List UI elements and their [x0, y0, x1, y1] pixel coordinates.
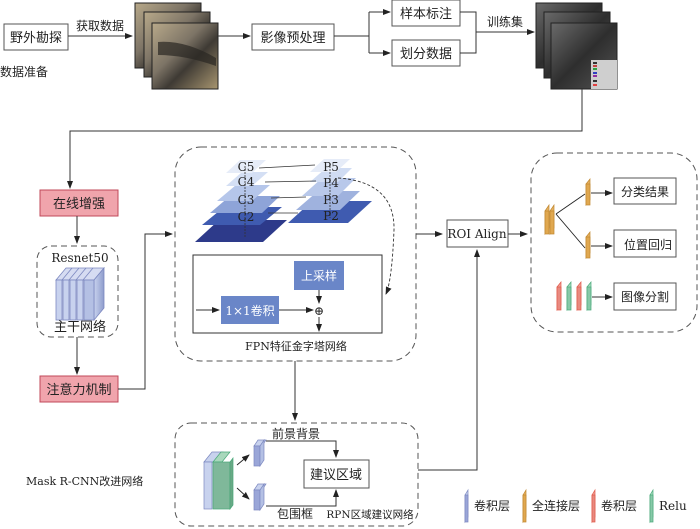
legend-label: 卷积层 [601, 498, 637, 513]
add-operator-icon: ⊕ [314, 304, 324, 318]
fg-bg-label: 前景背景 [272, 426, 320, 441]
network-label: Mask R-CNN改进网络 [26, 474, 143, 488]
bbox-conv-icon [253, 482, 267, 512]
upsample-label: 上采样 [301, 268, 337, 283]
legend-label: Relu [659, 499, 687, 513]
proposal-label: 建议区域 [310, 468, 362, 483]
legend-item-conv-red: 卷积层 [591, 488, 637, 524]
mask-branch-icon [556, 281, 592, 311]
bbox-regression-box: 位置回归 [613, 229, 677, 258]
detail-callout-arrow [337, 177, 395, 295]
c3-label: C3 [238, 193, 255, 207]
lateral-c3-p3 [270, 196, 307, 199]
classification-label: 分类结果 [621, 185, 669, 199]
field-survey-box: 野外勘探 [3, 23, 69, 51]
raw-image-stack [134, 2, 219, 90]
c4-label: C4 [238, 175, 255, 189]
training-set-label: 训练集 [487, 14, 523, 29]
rpn-caption: RPN区域建议网络 [326, 508, 414, 521]
legend-label: 卷积层 [474, 498, 510, 513]
lateral-c4-p4 [264, 180, 317, 183]
preprocess-box: 影像预处理 [251, 23, 335, 51]
fc-cls-icon [585, 178, 591, 206]
roi-align-box: ROI Align [446, 219, 509, 248]
p-pyramid: P5 P4 P3 P2 [288, 159, 372, 223]
resnet-block-icon [55, 266, 105, 322]
segmentation-box: 图像分割 [613, 282, 677, 311]
fpn-group: C5 C4 C3 C2 P5 P4 P3 P2 上采样 [174, 146, 417, 362]
online-augmentation-box: 在线增强 [39, 189, 119, 217]
arrow-rpn-to-roi [418, 249, 480, 471]
legend-item-fc-orange: 全连接层 [522, 488, 580, 524]
attention-label: 注意力机制 [46, 382, 111, 398]
rpn-input-feature-icon [203, 451, 234, 511]
legend-item-relu-green: Relu [649, 488, 687, 524]
online-augmentation-label: 在线增强 [53, 197, 105, 212]
branch-to-cls [555, 193, 586, 215]
annotated-image-stack [535, 2, 618, 90]
fpn-caption: FPN特征金字塔网络 [245, 339, 347, 353]
bbox-label: 包围框 [277, 507, 313, 521]
preprocess-label: 影像预处理 [260, 31, 325, 46]
annotate-label: 样本标注 [400, 7, 452, 22]
classification-result-box: 分类结果 [613, 177, 677, 205]
arrow-to-bbox-conv [236, 487, 250, 500]
branch-to-reg [555, 213, 586, 249]
c5-label: C5 [238, 160, 255, 174]
upsample-block: 上采样 [294, 261, 344, 290]
p3-label: P3 [323, 193, 339, 207]
roi-align-label: ROI Align [447, 227, 506, 241]
arrow-training-to-augment [67, 89, 583, 189]
attention-box: 注意力机制 [39, 375, 119, 403]
arrow-bbox-to-proposal [266, 489, 339, 507]
backbone-label: 主干网络 [54, 319, 106, 335]
field-survey-label: 野外勘探 [10, 31, 62, 46]
acquire-data-label: 获取数据 [76, 18, 124, 33]
bbox-regression-label: 位置回归 [624, 237, 672, 252]
heads-group: 分类结果 位置回归 图像分割 [530, 152, 698, 333]
rpn-group: 前景背景 建议区域 包围框 RPN区域建议网络 [174, 422, 419, 527]
merge-line [460, 11, 477, 54]
fg-conv-icon [253, 438, 267, 468]
arrow-attention-to-fpn [118, 231, 173, 390]
c-pyramid: C5 C4 C3 C2 [195, 160, 287, 242]
legend-label: 全连接层 [532, 498, 580, 513]
backbone-name: Resnet50 [51, 251, 108, 265]
split-data-box: 划分数据 [391, 39, 461, 67]
arrow-to-fg-conv [236, 454, 250, 466]
arrow-fg-to-proposal [266, 440, 339, 458]
p2-label: P2 [323, 209, 339, 223]
p4-label: P4 [323, 176, 339, 190]
data-prep-label: 数据准备 [0, 64, 48, 79]
c2-label: C2 [238, 210, 255, 224]
legend: 卷积层 全连接层 卷积层 Relu [464, 488, 687, 524]
annotate-box: 样本标注 [391, 0, 461, 27]
conv1x1-block: 1×1卷积 [221, 296, 279, 324]
segmentation-label: 图像分割 [621, 289, 669, 304]
legend-item-conv-blue: 卷积层 [464, 488, 510, 524]
proposal-box: 建议区域 [303, 459, 370, 489]
fc-shared-icon [544, 203, 555, 236]
lateral-c5-p5 [258, 164, 316, 169]
backbone-group: Resnet50 主干网络 [36, 245, 119, 338]
conv1x1-label: 1×1卷积 [225, 303, 274, 318]
split-data-label: 划分数据 [400, 47, 452, 62]
fc-reg-icon [585, 231, 591, 259]
p5-label: P5 [323, 160, 339, 174]
